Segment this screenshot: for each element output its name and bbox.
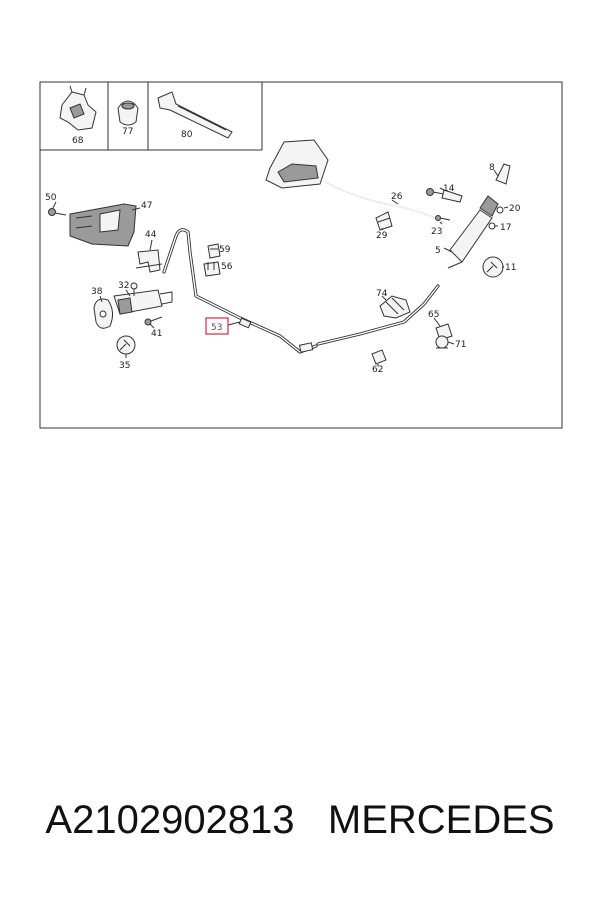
- callout-47: 47: [141, 201, 152, 211]
- part-8-clip[interactable]: [495, 163, 511, 185]
- part-77-cap[interactable]: [117, 100, 139, 126]
- callout-74: 74: [376, 289, 388, 299]
- callout-11: 11: [505, 263, 516, 273]
- reservoir[interactable]: [265, 139, 329, 189]
- diagram-frame: [39, 81, 563, 429]
- part-41-bolt[interactable]: [144, 316, 163, 326]
- callout-20: 20: [509, 204, 521, 214]
- part-5-master-cylinder[interactable]: [447, 195, 499, 269]
- part-26-hose[interactable]: [325, 181, 445, 223]
- callout-44: 44: [145, 230, 157, 240]
- part-59-clip[interactable]: [207, 243, 221, 259]
- callout-56: 56: [221, 262, 233, 272]
- part-50-screw[interactable]: [48, 208, 67, 216]
- part-caption: A2102902813 MERCEDES: [0, 798, 600, 843]
- callout-53: 53: [211, 323, 222, 333]
- callout-62: 62: [372, 365, 383, 375]
- callout-65: 65: [428, 310, 439, 320]
- callout-26: 26: [391, 192, 403, 202]
- part-80-cable-tie[interactable]: [157, 91, 233, 139]
- part-68-connector[interactable]: [59, 85, 97, 131]
- part-56-clip[interactable]: [203, 261, 221, 277]
- part-32-slave-cylinder[interactable]: [113, 282, 173, 315]
- part-20-ring[interactable]: [496, 206, 504, 214]
- part-71-fitting[interactable]: [435, 335, 449, 349]
- part-14-bolt[interactable]: [426, 188, 463, 203]
- callout-77: 77: [122, 127, 133, 137]
- inset-boxes: [40, 82, 263, 151]
- part-23-screw[interactable]: [435, 215, 451, 221]
- callout-71: 71: [455, 340, 466, 350]
- brand-name: MERCEDES: [327, 798, 555, 842]
- callout-8: 8: [489, 163, 495, 173]
- highlight-box: [205, 317, 229, 335]
- part-29-grommet[interactable]: [375, 211, 393, 231]
- parts-diagram: 68 77 80 50 47 44 59 56 38 32 41 35 53 2…: [39, 81, 563, 429]
- callout-41: 41: [151, 329, 162, 339]
- callout-17: 17: [500, 223, 511, 233]
- callout-32: 32: [118, 281, 129, 291]
- callout-80: 80: [181, 130, 193, 140]
- callout-59: 59: [219, 245, 231, 255]
- callout-38: 38: [91, 287, 103, 297]
- callout-23: 23: [431, 227, 442, 237]
- callout-50: 50: [45, 193, 57, 203]
- callout-53-highlight[interactable]: 53: [205, 317, 229, 335]
- leader-lines: [52, 169, 509, 366]
- part-38-gasket[interactable]: [93, 298, 114, 329]
- part-11-wrench-symbol[interactable]: [482, 256, 504, 278]
- part-number: A2102902813: [45, 798, 295, 842]
- callout-68: 68: [72, 136, 84, 146]
- part-53-clutch-pipe[interactable]: [162, 228, 318, 354]
- part-74-boot[interactable]: [379, 295, 411, 319]
- callout-35: 35: [119, 361, 130, 371]
- part-62-sleeve[interactable]: [371, 349, 387, 365]
- part-47-bracket[interactable]: [69, 203, 137, 247]
- pipe-section-right[interactable]: [316, 284, 440, 346]
- callout-29: 29: [376, 231, 388, 241]
- part-44-clip[interactable]: [135, 249, 163, 273]
- part-35-wrench-symbol[interactable]: [116, 335, 136, 355]
- callout-5: 5: [435, 246, 441, 256]
- callout-14: 14: [443, 184, 455, 194]
